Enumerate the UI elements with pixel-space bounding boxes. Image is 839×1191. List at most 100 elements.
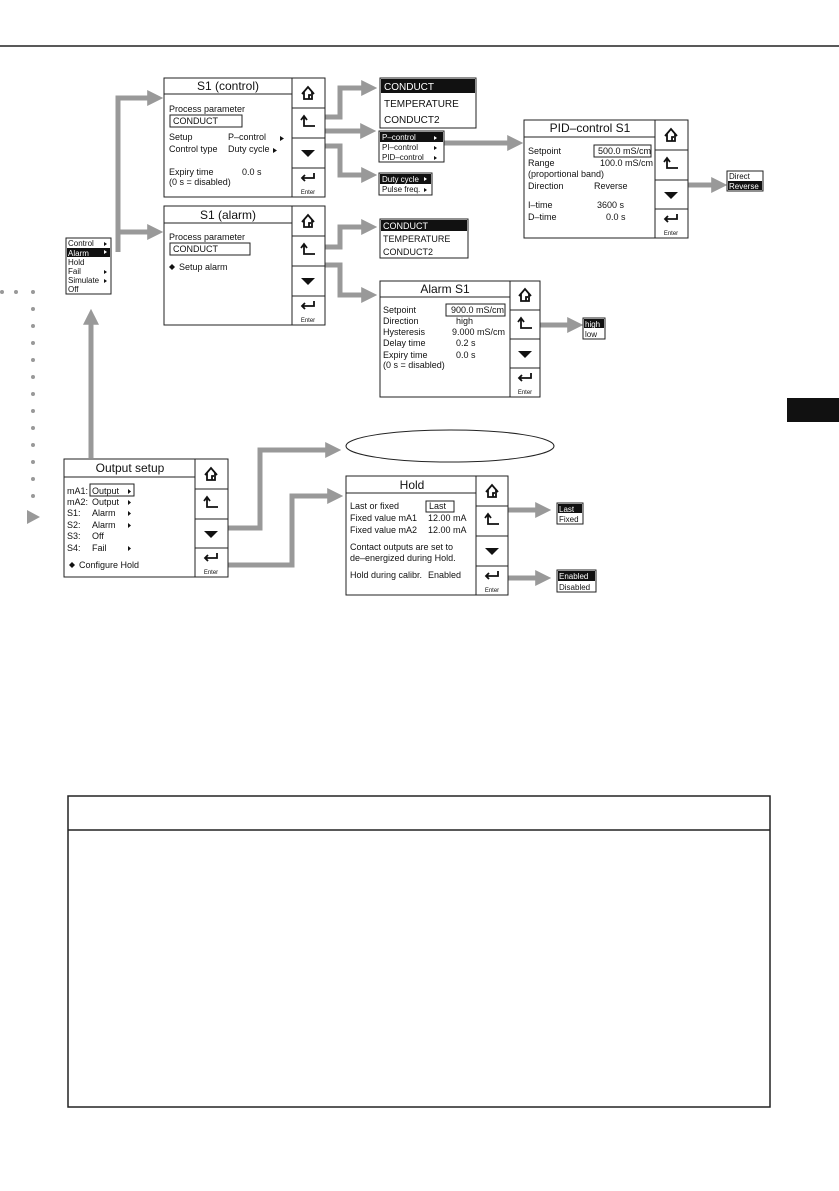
pid-range-value: 100.0 mS/cm [600,158,653,168]
option-disabled[interactable]: Disabled [559,583,590,592]
process-parameter-field[interactable] [169,114,243,128]
option-pid-control[interactable]: PID–control [382,153,424,162]
mode-option-hold[interactable]: Hold [68,258,84,267]
output-row-value-ma2[interactable]: Output [92,497,120,507]
option-low[interactable]: low [585,330,597,339]
output-row-value-s3[interactable]: Off [92,531,104,541]
mode-option-off[interactable]: Off [68,285,79,294]
enter-button[interactable] [509,367,541,398]
hold-calib-value[interactable]: Enabled [428,570,461,580]
enter-key-label: Enter [485,588,499,594]
pid-range-note: (proportional band) [528,169,604,179]
chevron-right-icon [434,136,437,140]
pid-setpoint-label: Setpoint [528,146,562,156]
alarm-hysteresis-label: Hysteresis [383,327,426,337]
hold-fv2-label: Fixed value mA2 [350,525,417,535]
output-row-label-s1: S1: [67,508,81,518]
chevron-right-icon [434,146,437,150]
pid-setpoint-field[interactable] [593,144,652,158]
s1-alarm-title: S1 (alarm) [200,208,256,222]
enter-key-label: Enter [204,570,218,576]
pid-dtime-value: 0.0 s [606,212,626,222]
mode-option-simulate[interactable]: Simulate [68,276,100,285]
option-reverse[interactable]: Reverse [729,182,759,191]
control-type-value[interactable]: Duty cycle [228,144,270,154]
back-button[interactable] [194,488,229,520]
alarm-delay-label: Delay time [383,338,426,348]
home-button[interactable] [194,458,229,490]
back-button[interactable] [291,235,326,267]
flow-arrows [82,79,728,587]
alarm-direction-value[interactable]: high [456,316,473,326]
option-high[interactable]: high [585,320,600,329]
enter-button[interactable] [291,167,326,198]
pid-itime-label: I–time [528,200,553,210]
enter-button[interactable] [475,565,509,596]
back-button[interactable] [475,505,509,537]
expiry-time-note: (0 s = disabled) [169,177,231,187]
enter-key-label: Enter [301,318,315,324]
param-option-conduct2[interactable]: CONDUCT2 [383,247,433,257]
setup-value[interactable]: P–control [228,132,266,142]
process-parameter-value: CONDUCT [173,116,218,126]
enter-button[interactable] [194,547,229,578]
hold-lof-field[interactable] [425,500,455,513]
param-option-conduct[interactable]: CONDUCT [383,221,428,231]
output-row-label-ma1: mA1: [67,486,88,496]
param-option-temperature[interactable]: TEMPERATURE [384,99,459,110]
home-button[interactable] [291,77,326,109]
alarm-expiry-value: 0.0 s [456,350,476,360]
home-button[interactable] [291,205,326,237]
output-row-label-s2: S2: [67,520,81,530]
down-button[interactable] [654,179,689,210]
chevron-right-icon [128,500,131,505]
pid-dtime-label: D–time [528,212,557,222]
back-button[interactable] [509,309,541,340]
option-duty-cycle[interactable]: Duty cycle [382,175,419,184]
option-pi-control[interactable]: PI–control [382,143,418,152]
param-option-conduct[interactable]: CONDUCT [384,82,434,93]
alarm-process-parameter-field[interactable] [169,242,251,256]
enter-button[interactable] [291,295,326,326]
option-p-control[interactable]: P–control [382,133,416,142]
param-option-conduct2[interactable]: CONDUCT2 [384,115,440,126]
alarm-expiry-note: (0 s = disabled) [383,360,445,370]
pid-setpoint-value: 500.0 mS/cm [598,146,651,156]
output-row-value-ma1[interactable]: Output [92,486,120,496]
enter-button[interactable] [654,208,689,239]
alarm-setpoint-value: 900.0 mS/cm [451,305,504,315]
output-row-value-s4[interactable]: Fail [92,543,107,553]
mode-option-fail[interactable]: Fail [68,267,81,276]
section-tab [787,398,839,422]
screen-s1-alarm: S1 (alarm) Process parameter CONDUCT Set… [163,205,326,326]
cycle-type-list: Duty cycle Pulse freq. [378,172,433,196]
home-button[interactable] [509,280,541,311]
output-row-value-s2[interactable]: Alarm [92,520,116,530]
setup-alarm-link[interactable]: Setup alarm [179,262,228,272]
mode-option-alarm[interactable]: Alarm [68,249,89,258]
configure-hold-link[interactable]: Configure Hold [79,560,139,570]
home-button[interactable] [654,119,689,151]
pid-direction-value[interactable]: Reverse [594,181,628,191]
option-fixed[interactable]: Fixed [559,515,579,524]
option-enabled[interactable]: Enabled [559,572,588,581]
output-row-value-s1[interactable]: Alarm [92,508,116,518]
option-direct[interactable]: Direct [729,172,751,181]
mode-option-control[interactable]: Control [68,239,94,248]
option-pulse-freq[interactable]: Pulse freq. [382,185,420,194]
chevron-right-icon [128,523,131,528]
output-setup-title: Output setup [96,461,165,475]
output-row-label-s3: S3: [67,531,81,541]
mode-menu: Control Alarm Hold Fail Simulate Off [65,237,112,295]
pid-title: PID–control S1 [550,121,631,135]
home-button[interactable] [475,475,509,507]
back-button[interactable] [291,107,326,139]
control-type-list: P–control PI–control PID–control [378,130,445,163]
alarm-setpoint-field[interactable] [445,303,506,317]
chevron-right-icon [104,250,107,254]
param-option-temperature[interactable]: TEMPERATURE [383,234,450,244]
alarm-setpoint-label: Setpoint [383,305,417,315]
option-last[interactable]: Last [559,505,575,514]
back-button[interactable] [654,149,689,181]
dotted-connector [0,290,35,498]
